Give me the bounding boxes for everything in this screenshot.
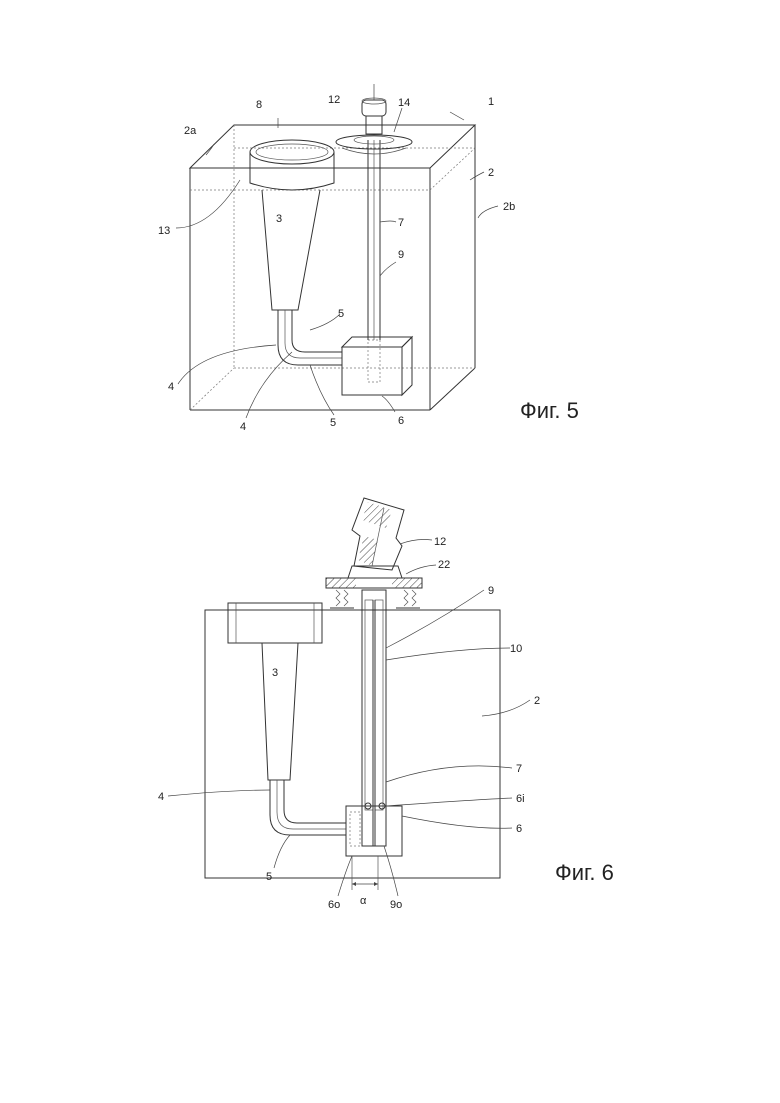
fig6-flange bbox=[326, 566, 422, 608]
fig6-funnel-reservoir bbox=[228, 603, 322, 780]
fig5-label-2b: 2b bbox=[503, 201, 515, 213]
fig5-tubes bbox=[278, 310, 342, 365]
fig5-label-5a: 5 bbox=[338, 308, 344, 320]
figure-5: 1 2 2a 2b 3 4 4 5 5 6 7 8 9 12 13 14 Фиг… bbox=[158, 84, 579, 433]
fig6-label-alpha: α bbox=[360, 895, 367, 907]
fig5-label-7: 7 bbox=[398, 217, 404, 229]
fig5-container-box bbox=[190, 125, 475, 410]
fig6-label-6: 6 bbox=[516, 823, 522, 835]
fig5-rod bbox=[368, 140, 380, 340]
figure-6: 12 22 9 10 2 3 4 7 6i 6 5 6o α 9o Фиг. 6 bbox=[158, 498, 614, 911]
fig6-label-2: 2 bbox=[534, 695, 540, 707]
fig6-label-4: 4 bbox=[158, 791, 164, 803]
fig6-label-6i: 6i bbox=[516, 793, 525, 805]
fig6-tank bbox=[205, 610, 500, 878]
fig6-tube bbox=[270, 780, 346, 835]
fig5-label-12: 12 bbox=[328, 94, 340, 106]
fig6-label-9o: 9o bbox=[390, 899, 402, 911]
fig5-label-9: 9 bbox=[398, 249, 404, 261]
fig6-label-22: 22 bbox=[438, 559, 450, 571]
fig6-label-7: 7 bbox=[516, 763, 522, 775]
fig5-label-3: 3 bbox=[276, 213, 282, 225]
fig5-label-4b: 4 bbox=[240, 421, 246, 433]
fig5-label-2: 2 bbox=[488, 167, 494, 179]
fig6-rod-assembly bbox=[362, 590, 386, 846]
fig5-label-2a: 2a bbox=[184, 125, 197, 137]
fig6-angle-marker bbox=[352, 856, 378, 890]
fig6-label-9: 9 bbox=[488, 585, 494, 597]
fig5-label-14: 14 bbox=[398, 97, 410, 109]
fig5-label-6: 6 bbox=[398, 415, 404, 427]
fig6-label-6o: 6o bbox=[328, 899, 340, 911]
fig5-label-13: 13 bbox=[158, 225, 170, 237]
fig5-label-1: 1 bbox=[488, 96, 494, 108]
fig5-label-8: 8 bbox=[256, 99, 262, 111]
fig6-label-3: 3 bbox=[272, 667, 278, 679]
fig6-label-12: 12 bbox=[434, 536, 446, 548]
fig5-funnel-reservoir bbox=[250, 140, 334, 310]
fig6-label-5: 5 bbox=[266, 871, 272, 883]
fig5-label-4a: 4 bbox=[168, 381, 174, 393]
fig6-nozzle bbox=[352, 498, 404, 570]
fig6-label-10: 10 bbox=[510, 643, 522, 655]
fig6-caption: Фиг. 6 bbox=[555, 860, 614, 885]
fig6-valve-block bbox=[346, 806, 402, 856]
fig5-valve-block bbox=[342, 337, 412, 395]
fig5-caption: Фиг. 5 bbox=[520, 398, 579, 423]
fig6-leaders bbox=[168, 540, 530, 897]
fig5-label-5b: 5 bbox=[330, 417, 336, 429]
